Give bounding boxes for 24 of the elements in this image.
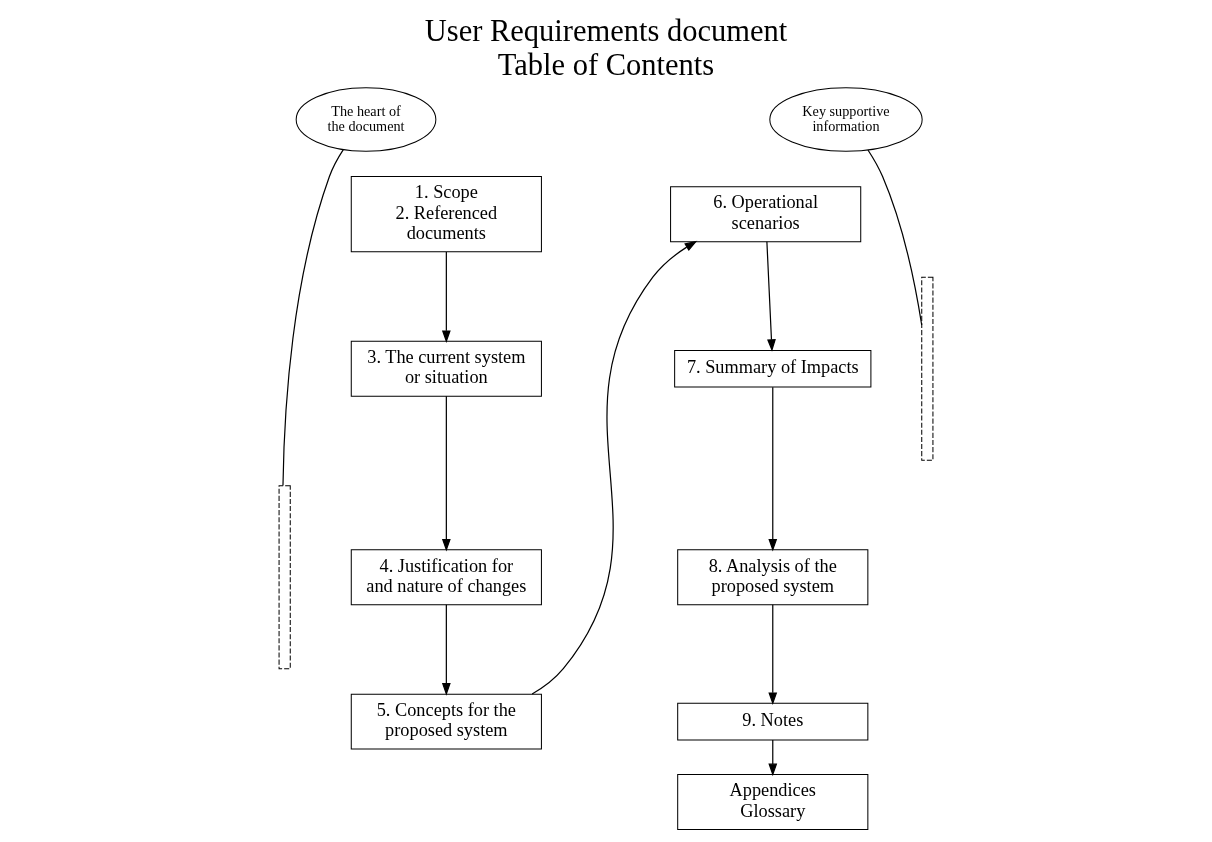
- connector: [867, 149, 923, 326]
- arrow: [441, 604, 451, 696]
- node-box: Appendices Glossary: [677, 774, 869, 830]
- diagram-title: User Requirements document Table of Contents: [424, 14, 788, 82]
- arrow: [441, 251, 451, 344]
- arrow: [768, 386, 778, 552]
- node-brace: [278, 485, 291, 670]
- node-box: 7. Summary of Impacts: [674, 349, 872, 388]
- node-box: 8. Analysis of the proposed system: [677, 549, 869, 606]
- node-box: 1. Scope 2. Referenced documents: [350, 176, 542, 253]
- node-ellipse: The heart of the document: [295, 87, 437, 152]
- arrow: [768, 739, 778, 777]
- node-box: 4. Justification for and nature of changes: [350, 549, 542, 606]
- node-box: 5. Concepts for the proposed system: [350, 693, 542, 750]
- arrow: [766, 241, 776, 352]
- node-box: 9. Notes: [677, 702, 869, 741]
- arrow: [768, 604, 778, 706]
- arrow: [441, 395, 451, 552]
- node-box: 3. The current system or situation: [350, 340, 542, 397]
- arrow: [531, 240, 698, 695]
- node-brace: [921, 276, 934, 461]
- connector: [282, 149, 344, 487]
- node-ellipse: Key supportive information: [769, 87, 923, 152]
- node-box: 6. Operational scenarios: [670, 186, 862, 243]
